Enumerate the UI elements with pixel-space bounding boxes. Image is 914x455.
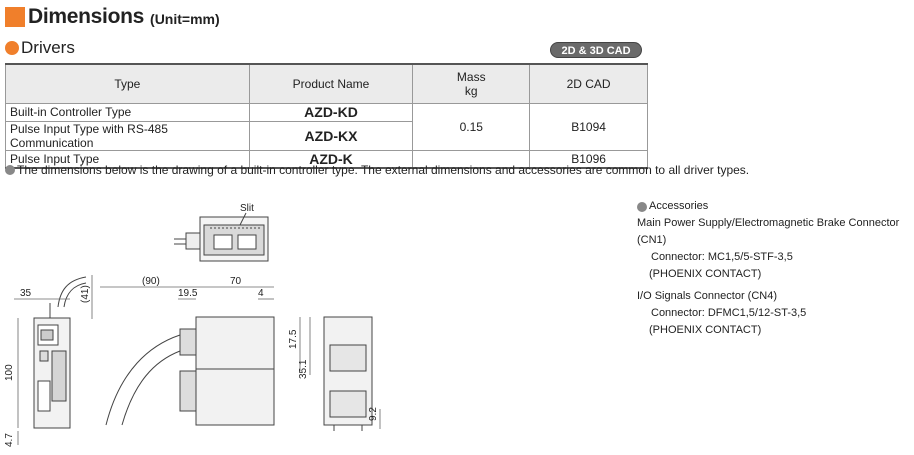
accessories-dot-icon: [637, 201, 647, 212]
accessory-name: Main Power Supply/Electromagnetic Brake …: [637, 217, 900, 246]
cell-product: AZD-KD: [248, 102, 414, 122]
section-dot-icon: [5, 41, 19, 55]
cell-mass: 0.15: [412, 102, 531, 151]
col-mass-line1: Mass: [456, 69, 486, 84]
dim-19-5: 19.5: [178, 288, 198, 299]
title-text: Dimensions: [28, 5, 145, 28]
side-view: [105, 316, 275, 426]
front-view: [33, 276, 87, 429]
dim-4: 4: [258, 288, 264, 299]
section-header: Drivers: [5, 38, 75, 58]
title-unit: (Unit=mm): [150, 11, 220, 27]
accessories-panel: Accessories Main Power Supply/Electromag…: [637, 198, 914, 339]
dim-9-2: 9.2: [368, 407, 379, 421]
dimension-lines: [14, 275, 381, 445]
dim-90: (90): [142, 276, 160, 287]
dim-70: 70: [230, 276, 242, 287]
title-marker-icon: [5, 7, 25, 27]
cell-cad-link[interactable]: B1096: [529, 149, 648, 169]
section-title: Drivers: [21, 38, 75, 57]
cell-product: AZD-K: [248, 149, 414, 169]
cell-type: Pulse Input Type with RS-485 Communicati…: [5, 120, 250, 151]
accessory-maker: (PHOENIX CONTACT): [649, 268, 762, 280]
table-row: Pulse Input Type with RS-485 Communicati…: [5, 120, 648, 151]
cell-type: Built-in Controller Type: [5, 102, 250, 122]
cell-product: AZD-KX: [248, 120, 414, 151]
accessory-connector: Connector: DFMC1,5/12-ST-3,5: [651, 307, 807, 319]
cell-type: Pulse Input Type: [5, 149, 250, 169]
rear-view: [323, 316, 373, 431]
accessories-title: Accessories: [649, 200, 709, 212]
note-text: The dimensions below is the drawing of a…: [17, 163, 750, 177]
dim-4-7: 4.7: [4, 433, 15, 447]
page-title: Dimensions (Unit=mm): [5, 5, 220, 28]
col-type: Type: [5, 63, 250, 104]
note-dot-icon: [5, 165, 15, 175]
accessory-maker: (PHOENIX CONTACT): [649, 324, 762, 336]
col-product: Product Name: [248, 63, 414, 104]
cad-download-button[interactable]: 2D & 3D CAD: [550, 42, 642, 58]
accessory-name: I/O Signals Connector (CN4): [637, 290, 777, 302]
dim-35: 35: [20, 288, 32, 299]
dimension-drawing: Slit 35 (41) 100 4.7 (90) 70 19.5 4 17.5…: [4, 203, 381, 447]
dim-100: 100: [4, 364, 15, 381]
dim-35-1: 35.1: [298, 359, 309, 379]
drawing-note: The dimensions below is the drawing of a…: [5, 163, 749, 177]
accessories-header: Accessories: [637, 198, 914, 215]
cell-cad-link[interactable]: B1094: [529, 102, 648, 151]
top-view: [174, 212, 269, 262]
accessory-connector: Connector: MC1,5/5-STF-3,5: [651, 251, 793, 263]
col-mass-line2: kg: [464, 83, 478, 98]
dim-41: (41): [80, 285, 91, 303]
col-cad: 2D CAD: [529, 63, 648, 104]
table-row: Built-in Controller Type AZD-KD 0.15 B10…: [5, 102, 648, 151]
table-row: Pulse Input Type AZD-K B1096: [5, 149, 648, 169]
slit-label: Slit: [240, 203, 254, 214]
dim-17-5: 17.5: [288, 329, 299, 349]
